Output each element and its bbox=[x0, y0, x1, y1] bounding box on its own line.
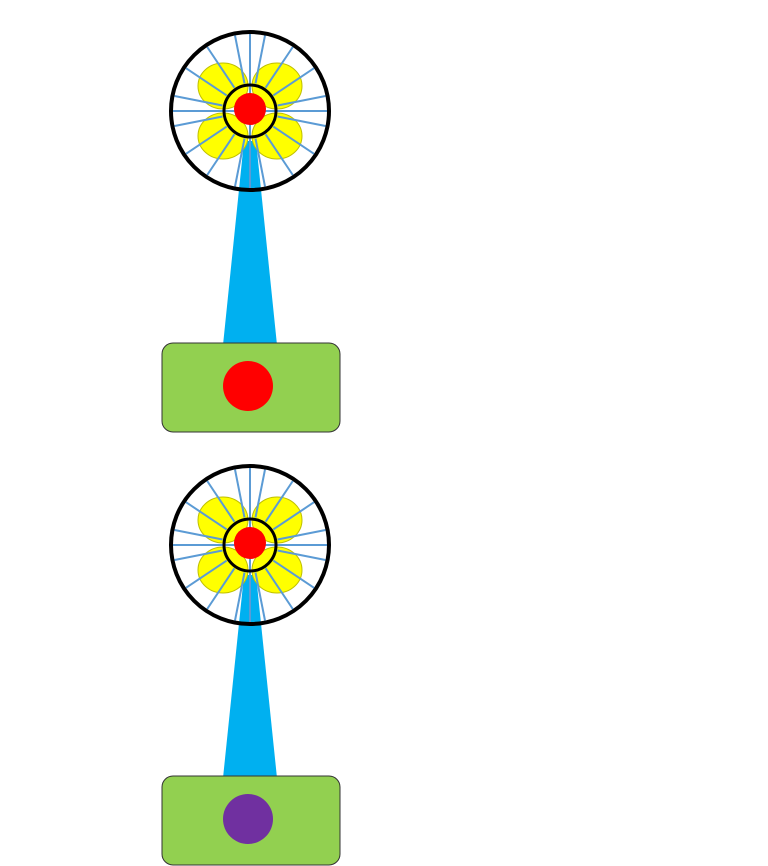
cage-spoke bbox=[277, 529, 326, 541]
cage-spoke bbox=[264, 567, 294, 610]
cage-spoke bbox=[272, 125, 315, 155]
cage-spoke bbox=[272, 501, 315, 531]
cage-spoke bbox=[234, 572, 246, 621]
cage-spoke bbox=[264, 46, 294, 89]
cage-spoke bbox=[174, 115, 223, 127]
cage-spoke bbox=[185, 125, 228, 155]
cage-spoke bbox=[185, 559, 228, 589]
cage-spoke bbox=[272, 559, 315, 589]
cage-spoke bbox=[174, 95, 223, 107]
cage-spoke bbox=[206, 46, 236, 89]
cage-spoke bbox=[254, 572, 266, 621]
cage-spoke bbox=[234, 138, 246, 187]
cage-spoke bbox=[206, 480, 236, 523]
cage-inner-ring bbox=[222, 517, 278, 573]
cage-spoke bbox=[234, 35, 246, 84]
cage-spoke bbox=[264, 133, 294, 176]
fan-hub bbox=[234, 93, 266, 125]
cage-inner-ring bbox=[222, 83, 278, 139]
cage-spoke bbox=[234, 469, 246, 518]
cage-spoke bbox=[272, 67, 315, 97]
cage-spoke bbox=[254, 138, 266, 187]
cage-spoke bbox=[277, 95, 326, 107]
cage-spoke bbox=[185, 67, 228, 97]
fan-1 bbox=[161, 30, 341, 433]
cage-spoke bbox=[277, 549, 326, 561]
cage-spoke bbox=[264, 480, 294, 523]
cage-spoke bbox=[254, 469, 266, 518]
cage-spoke bbox=[174, 549, 223, 561]
stand-pole bbox=[223, 141, 277, 345]
cage-spoke bbox=[277, 115, 326, 127]
stand-pole bbox=[223, 575, 277, 778]
cage-spoke bbox=[206, 567, 236, 610]
cage-spoke bbox=[185, 501, 228, 531]
base-switch-red bbox=[223, 361, 273, 411]
cage-spoke bbox=[254, 35, 266, 84]
cage-outer-rim bbox=[169, 30, 331, 192]
cage-spoke bbox=[206, 133, 236, 176]
base-switch-purple bbox=[223, 794, 273, 844]
cage-outer-rim bbox=[169, 464, 331, 626]
cage-spoke bbox=[174, 529, 223, 541]
fan-hub bbox=[234, 527, 266, 559]
fan-2 bbox=[161, 464, 341, 866]
